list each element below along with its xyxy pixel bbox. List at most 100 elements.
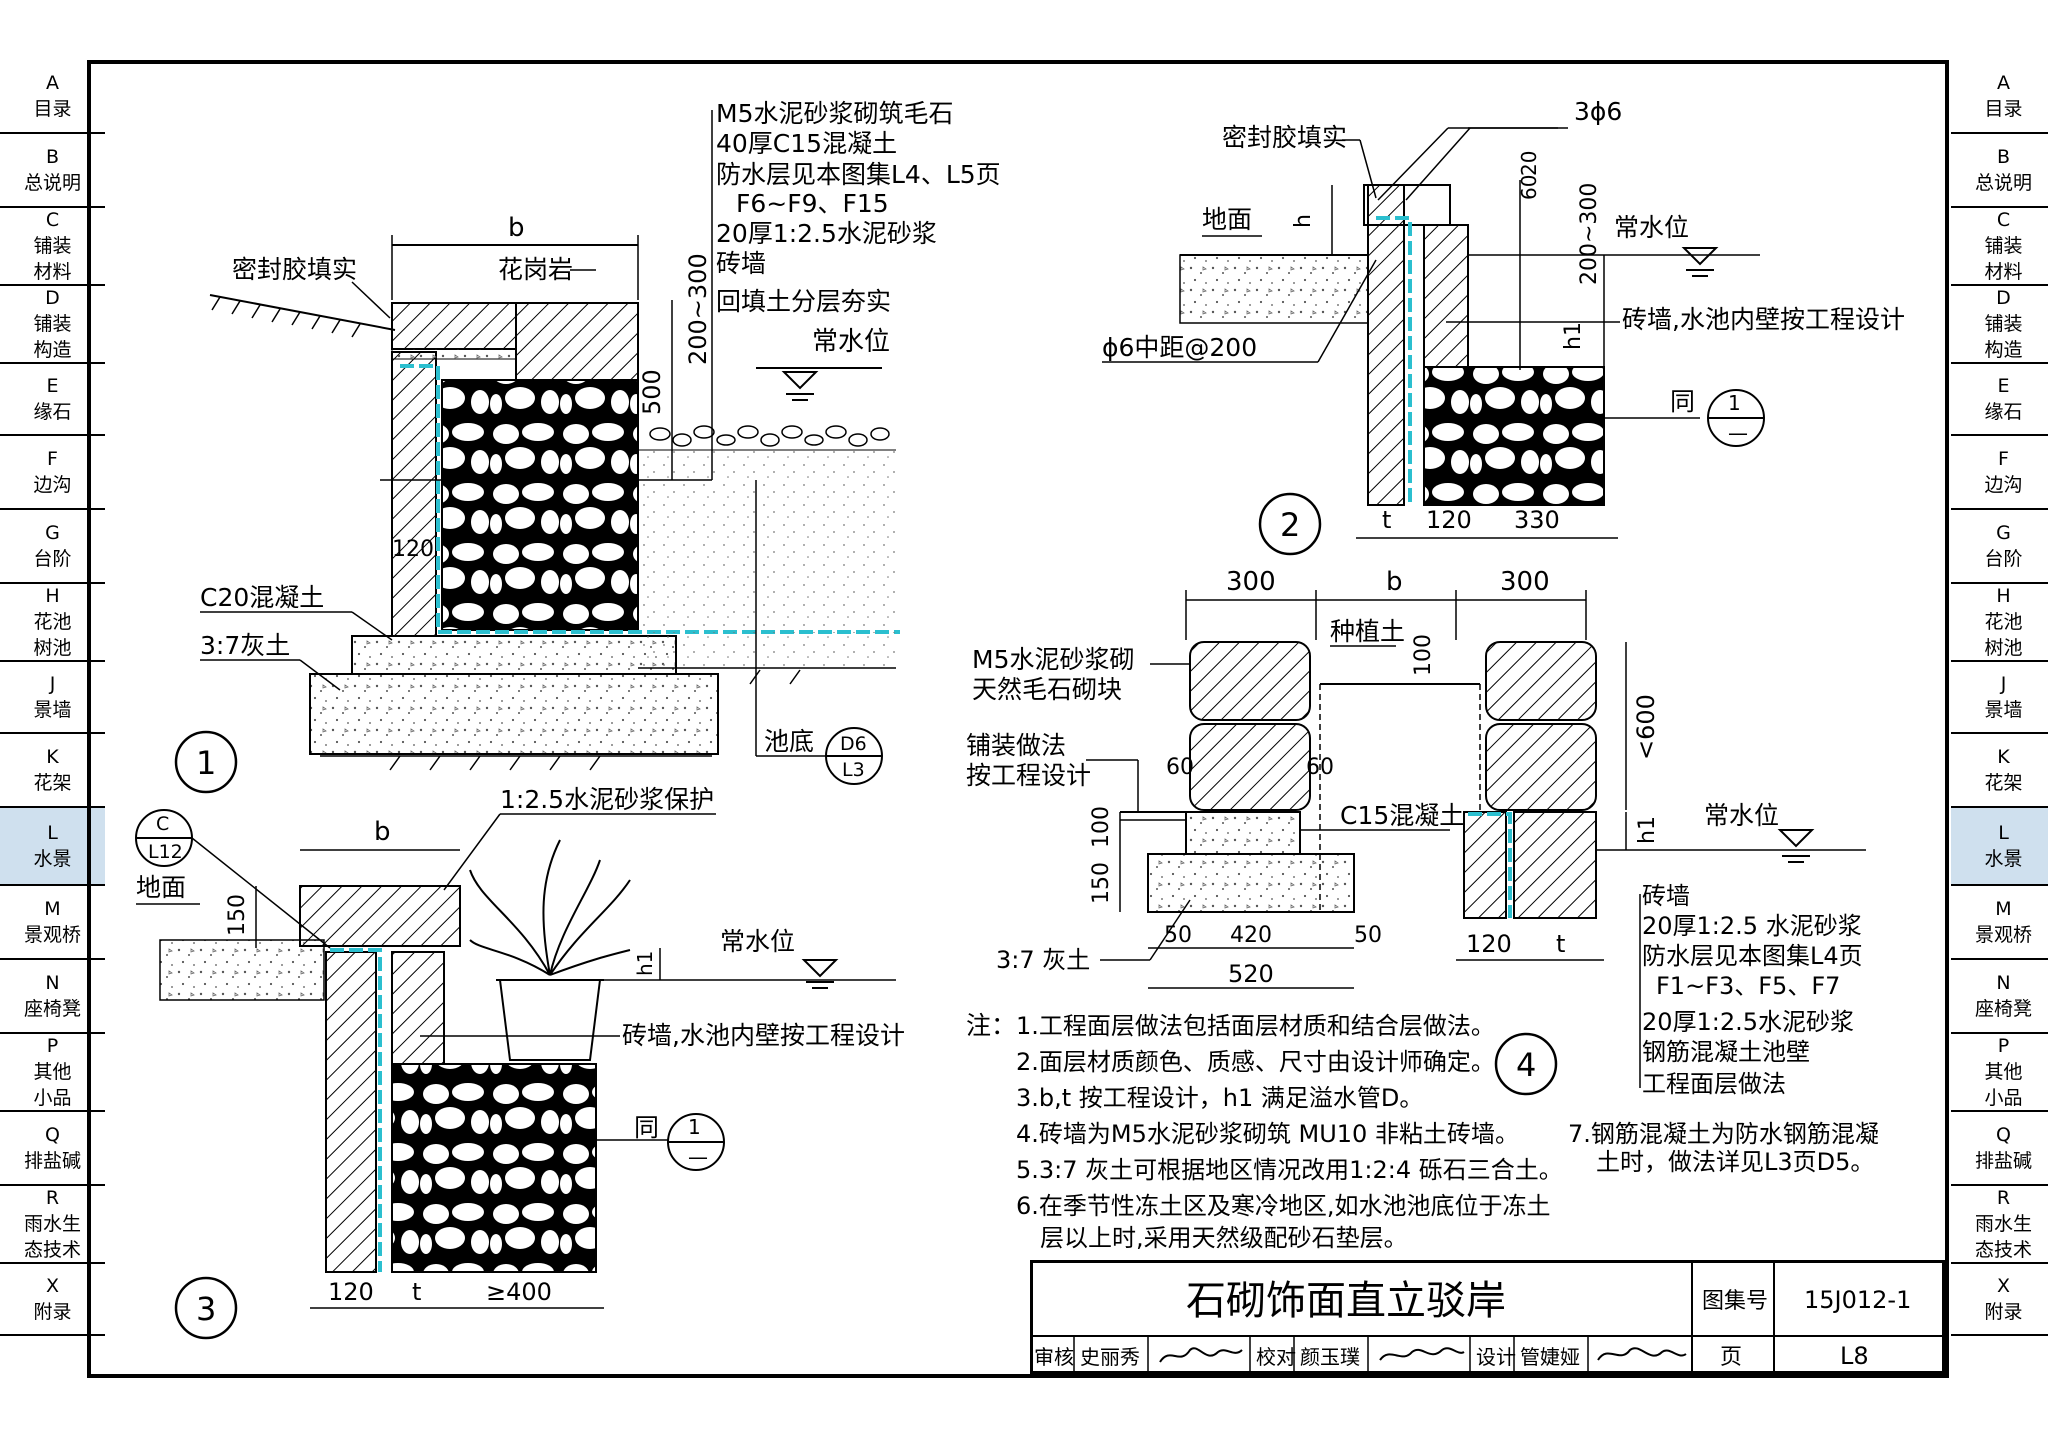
sidebar-item-l[interactable]: L 水景 [1951, 808, 2048, 886]
inner-wall [1423, 224, 1469, 368]
callout-5: 20厚1:2.5水泥砂浆 [1642, 1008, 1854, 1036]
sidebar-item-label: 排盐碱 [1974, 1150, 2032, 1172]
detail-number: 4 [1516, 1046, 1536, 1084]
ground-slab [1179, 254, 1369, 324]
sidebar-item-label: 缘石 [1984, 401, 2023, 423]
sidebar-item-label: 台阶 [33, 548, 72, 570]
sidebar-item-g[interactable]: G 台阶 [0, 510, 105, 584]
sidebar-item-letter: J [2000, 673, 2007, 695]
sidebar-item-letter: Q [1996, 1124, 2011, 1146]
dim-h1: h1 [1561, 322, 1586, 350]
sealant-label: 密封胶填实 [232, 255, 357, 284]
detail-number-circle [174, 1276, 238, 1340]
dim-50-left: 50 [1164, 923, 1192, 948]
notes-title: 注： [966, 1011, 1016, 1040]
pool-bottom-label: 池底 [764, 727, 814, 756]
sidebar-item-label: 附录 [33, 1301, 72, 1323]
callout-2: 20厚1:2.5 水泥砂浆 [1642, 912, 1862, 940]
pebble-layer [649, 425, 890, 447]
water-level-label: 常水位 [812, 327, 890, 357]
sidebar-item-label: 水景 [33, 848, 72, 870]
stone-label-2: 天然毛石砌块 [972, 675, 1122, 704]
c15-footing [1185, 811, 1301, 855]
brick-wall [391, 351, 437, 637]
page-number: L8 [1840, 1342, 1869, 1370]
sidebar-item-q[interactable]: Q 排盐碱 [1951, 1112, 2048, 1186]
sidebar-item-letter: G [45, 522, 60, 544]
sidebar-item-label: 水景 [1984, 848, 2023, 870]
stone-label-1: M5水泥砂浆砌 [972, 645, 1134, 674]
sidebar-item-letter: R [1996, 1187, 2011, 1209]
detail-2: 3ϕ6 密封胶填实 地面 h 60 20 200~300 h1 常水位 [1102, 97, 1905, 556]
ref-c: C [156, 813, 169, 835]
ground-slab [159, 939, 325, 1001]
dim-b: b [374, 817, 391, 847]
sidebar-item-label: 边沟 [33, 474, 72, 496]
sidebar-item-label: 态技术 [1974, 1239, 2032, 1261]
dim-420: 420 [1230, 923, 1272, 948]
callout-7: 工程面层做法 [1642, 1070, 1786, 1098]
planting-label: 种植土 [1330, 617, 1405, 646]
mortar-bed [391, 348, 517, 360]
callout-2: 40厚C15混凝土 [716, 129, 897, 158]
dim-t: t [412, 1278, 421, 1306]
note-4: 4.砖墙为M5水泥砂浆砌筑 MU10 非粘土砖墙。 [1016, 1120, 1519, 1148]
notes: 注： 1.工程面层做法包括面层材质和结合层做法。 2.面层材质颜色、质感、尺寸由… [966, 1011, 1879, 1252]
inner-wall [391, 951, 445, 1065]
granite-cap-left [391, 302, 517, 350]
dim-60-left: 60 [1166, 755, 1194, 780]
reviewer-name: 史丽秀 [1080, 1345, 1140, 1369]
sidebar-item-label: 花池 [33, 611, 72, 633]
plant-pot [469, 839, 631, 1061]
stone-block-4 [1485, 723, 1597, 811]
atlas-label: 图集号 [1702, 1289, 1768, 1314]
stone-block-1 [1189, 641, 1311, 721]
detail-1: b 200~300 500 120 常水位 M5水泥砂浆砌筑毛石 40厚C15混… [174, 99, 1001, 794]
sidebar-item-letter: L [1998, 822, 2009, 844]
dim-50-right: 50 [1354, 923, 1382, 948]
callout-1: M5水泥砂浆砌筑毛石 [716, 99, 953, 128]
lime-label: 3:7 灰土 [996, 946, 1090, 974]
water-level-label: 常水位 [1704, 801, 1779, 830]
detail-number-circle [1258, 492, 1322, 556]
note-1: 1.工程面层做法包括面层材质和结合层做法。 [1016, 1012, 1495, 1040]
sidebar-item-label: 目录 [33, 98, 72, 120]
sidebar-item-label: 附录 [1984, 1301, 2023, 1323]
dim-t: t [1382, 506, 1391, 534]
checker-signature [1379, 1347, 1465, 1361]
waterproof-membrane [1468, 812, 1512, 918]
sidebar-item-letter: B [1996, 146, 2011, 168]
design-label: 设计 [1476, 1345, 1516, 1369]
ref-bottom: — [1728, 421, 1748, 445]
